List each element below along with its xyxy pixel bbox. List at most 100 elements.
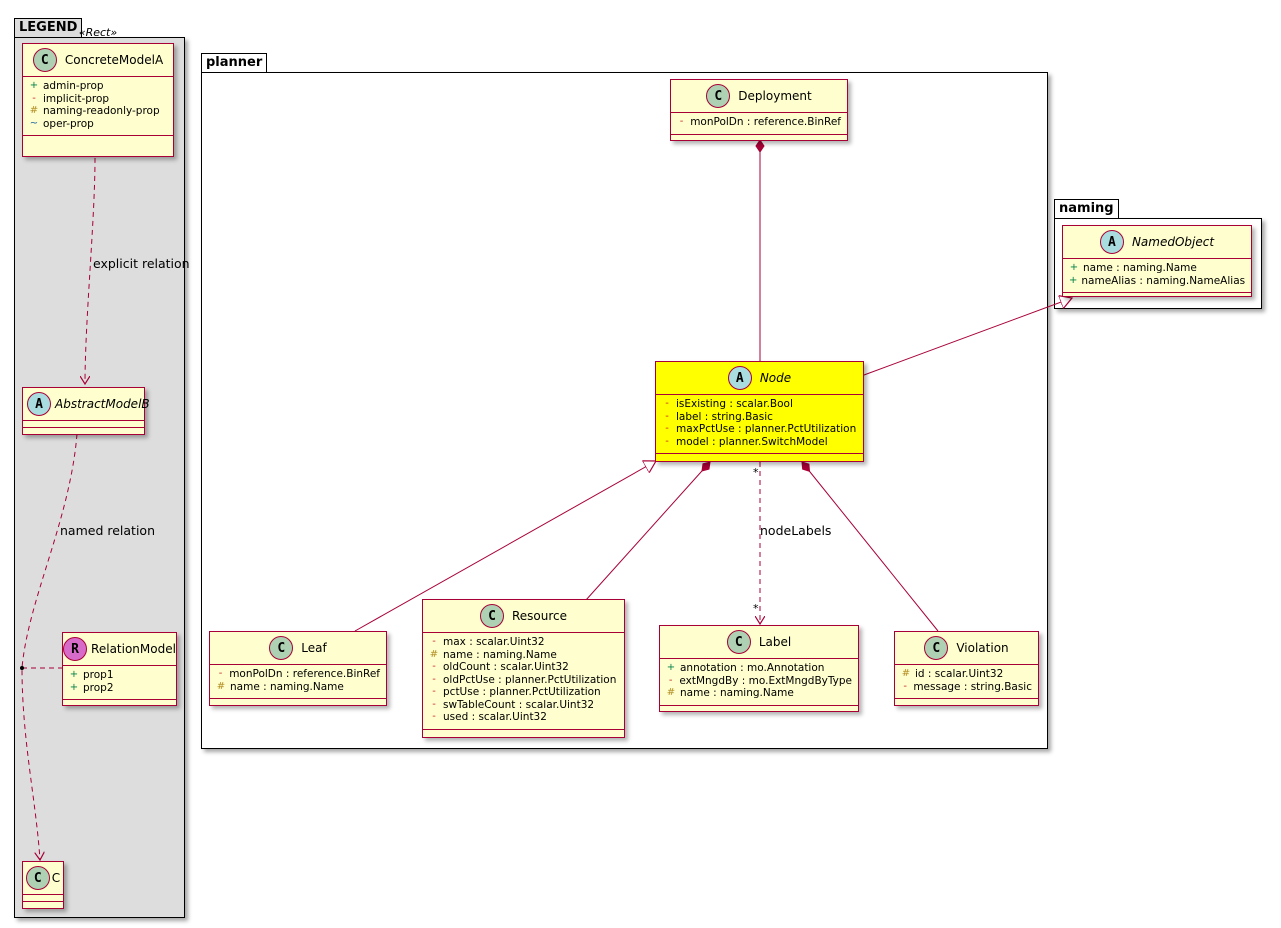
protected-visibility-icon: #	[216, 680, 226, 692]
class-badge-icon: C	[706, 84, 731, 108]
rect-stereotype: «Rect»	[78, 26, 118, 39]
attribute-row: -extMngdBy : mo.ExtMngdByType	[666, 675, 852, 688]
attribute-row: -label : string.Basic	[662, 411, 857, 424]
attribute-row: +admin-prop	[29, 80, 167, 93]
legend-package-title: LEGEND	[14, 18, 83, 37]
attribute-text: maxPctUse : planner.PctUtilization	[676, 423, 857, 435]
attribute-text: name : naming.Name	[1083, 262, 1197, 274]
node-class[interactable]: A Node -isExisting : scalar.Bool -label …	[655, 361, 864, 462]
class-badge-icon: C	[924, 636, 949, 660]
class-badge-icon: C	[726, 630, 751, 654]
attribute-row: +nameAlias : naming.NameAlias	[1069, 275, 1245, 288]
node-labels-relation-label: nodeLabels	[760, 523, 832, 538]
private-visibility-icon: -	[432, 661, 436, 672]
attribute-text: used : scalar.Uint32	[443, 711, 547, 723]
attribute-text: admin-prop	[43, 80, 104, 92]
leaf-class[interactable]: C Leaf -monPolDn : reference.BinRef #nam…	[209, 631, 387, 706]
node-resource-edge	[585, 461, 711, 601]
attribute-text: max : scalar.Uint32	[443, 636, 545, 648]
attribute-text: oper-prop	[43, 117, 94, 130]
resource-class[interactable]: C Resource -max : scalar.Uint32 #name : …	[422, 599, 625, 738]
c-class[interactable]: C C	[22, 861, 64, 909]
attribute-row: ~ oper-prop	[29, 118, 167, 131]
attribute-row: +prop1	[69, 669, 170, 682]
private-visibility-icon: -	[665, 398, 669, 409]
attribute-row: -oldPctUse : planner.PctUtilization	[429, 674, 618, 687]
private-visibility-icon: -	[432, 636, 436, 647]
leaf-node-edge	[354, 461, 656, 632]
class-name: Leaf	[301, 641, 327, 655]
node-violation-edge	[801, 461, 939, 632]
attribute-row: -monPolDn : reference.BinRef	[216, 668, 380, 681]
attribute-text: isExisting : scalar.Bool	[676, 398, 793, 410]
class-badge-icon: C	[479, 604, 504, 628]
attribute-text: implicit-prop	[43, 92, 110, 105]
private-visibility-icon: -	[679, 116, 684, 127]
attribute-row: -message : string.Basic	[901, 681, 1032, 694]
abstract-badge-icon: A	[27, 392, 51, 416]
class-name: ConcreteModelA	[64, 53, 164, 67]
multiplicity-source: *	[753, 466, 759, 479]
attribute-text: naming-readonly-prop	[43, 105, 160, 117]
private-visibility-icon: -	[665, 423, 669, 434]
private-visibility-icon: -	[665, 435, 669, 447]
attribute-row: -monPolDn : reference.BinRef	[677, 116, 841, 129]
attribute-text: message : string.Basic	[913, 680, 1032, 693]
private-visibility-icon: -	[32, 92, 36, 104]
private-visibility-icon: -	[665, 410, 669, 422]
public-visibility-icon: +	[666, 662, 676, 673]
explicit-relation-label: explicit relation	[93, 256, 190, 271]
private-visibility-icon: -	[218, 668, 223, 679]
attribute-text: oldPctUse : planner.PctUtilization	[443, 673, 617, 686]
class-name: Node	[759, 371, 792, 385]
attribute-row: -oldCount : scalar.Uint32	[429, 661, 618, 674]
private-visibility-icon: -	[432, 673, 436, 685]
attribute-text: label : string.Basic	[676, 410, 773, 423]
named-relation-edge	[21, 433, 78, 860]
class-name: Violation	[956, 641, 1009, 655]
attribute-row: # name : naming.Name	[429, 649, 618, 662]
attribute-text: name : naming.Name	[680, 687, 794, 699]
private-visibility-icon: -	[432, 698, 436, 710]
class-name: Label	[758, 635, 792, 649]
class-name: RelationModel	[91, 642, 176, 656]
concrete-model-a-class[interactable]: «Rect» C ConcreteModelA +admin-prop -imp…	[22, 26, 174, 157]
attribute-text: prop2	[83, 681, 114, 694]
attribute-row: #name : naming.Name	[216, 681, 380, 694]
public-visibility-icon: +	[69, 669, 79, 680]
named-relation-label: named relation	[60, 523, 155, 538]
public-visibility-icon: +	[1069, 262, 1079, 273]
named-object-class[interactable]: A NamedObject +name : naming.Name +nameA…	[1062, 225, 1252, 297]
deployment-class[interactable]: C Deployment -monPolDn : reference.BinRe…	[670, 79, 848, 141]
attribute-row: + annotation : mo.Annotation	[666, 662, 852, 675]
abstract-badge-icon: A	[727, 366, 752, 390]
public-visibility-icon: +	[1069, 274, 1078, 286]
planner-package-title: planner	[201, 53, 268, 72]
attribute-text: monPolDn : reference.BinRef	[229, 668, 380, 680]
attribute-text: pctUse : planner.PctUtilization	[443, 686, 601, 698]
relation-model-class[interactable]: R RelationModel +prop1 +prop2	[62, 632, 177, 706]
naming-package-title: naming	[1054, 199, 1119, 218]
private-visibility-icon: -	[668, 674, 673, 686]
attribute-row: -swTableCount : scalar.Uint32	[429, 699, 618, 712]
protected-visibility-icon: #	[429, 648, 439, 660]
attribute-row: -model : planner.SwitchModel	[662, 436, 857, 449]
class-name: Resource	[511, 609, 568, 623]
label-class[interactable]: C Label + annotation : mo.Annotation -ext…	[659, 625, 859, 712]
protected-visibility-icon: #	[901, 668, 911, 679]
attribute-row: #id : scalar.Uint32	[901, 668, 1032, 681]
private-visibility-icon: -	[432, 711, 436, 722]
class-name: Deployment	[738, 89, 812, 103]
attribute-text: extMngdBy : mo.ExtMngdByType	[679, 674, 852, 687]
explicit-relation-edge	[85, 157, 96, 384]
attribute-text: annotation : mo.Annotation	[680, 662, 825, 674]
abstract-model-b-class[interactable]: A AbstractModelB	[22, 387, 150, 435]
attribute-text: swTableCount : scalar.Uint32	[443, 698, 595, 711]
attribute-text: name : naming.Name	[443, 648, 557, 661]
violation-class[interactable]: C Violation #id : scalar.Uint32 -message…	[894, 631, 1039, 706]
attribute-text: monPolDn : reference.BinRef	[690, 116, 841, 128]
package-visibility-icon: ~	[29, 117, 39, 129]
attribute-row: + name : naming.Name	[1069, 262, 1245, 275]
attribute-row: #naming-readonly-prop	[29, 105, 167, 118]
